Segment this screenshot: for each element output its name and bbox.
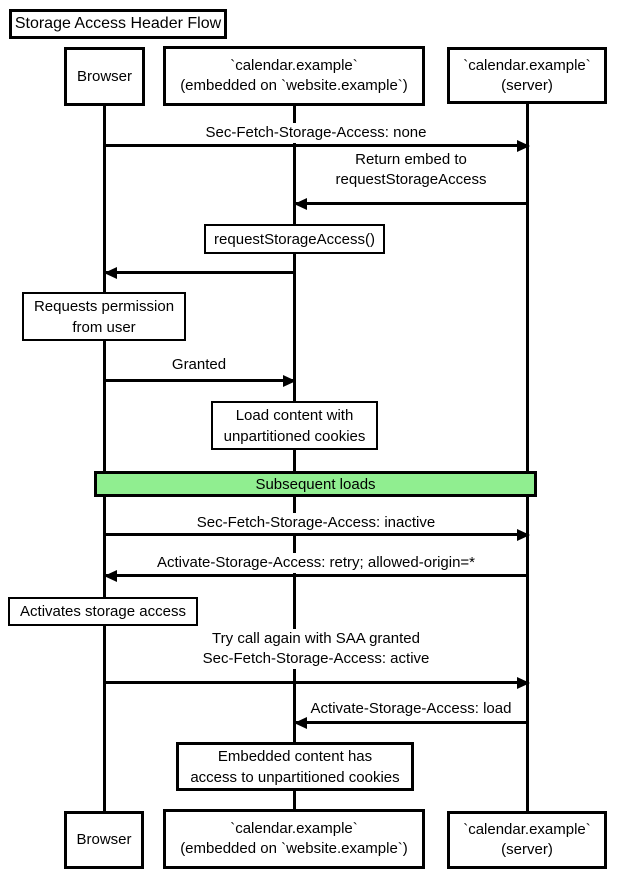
- message-label: Sec-Fetch-Storage-Access: none: [202, 123, 430, 143]
- arrowhead-right-icon: [517, 676, 530, 689]
- note-requests-permission: Requests permission from user: [22, 292, 186, 341]
- divider: Subsequent loads: [94, 471, 537, 497]
- arrowhead-left-icon: [294, 197, 307, 210]
- arrowhead-right-icon: [283, 374, 296, 387]
- message-arrow-m6: [104, 569, 528, 582]
- participant-label: (server): [501, 841, 553, 858]
- participant-label: `calendar.example`: [230, 57, 358, 74]
- participant-label: Browser: [76, 67, 132, 85]
- message-label: Sec-Fetch-Storage-Access: inactive: [193, 513, 439, 533]
- message-label: Granted: [168, 355, 230, 375]
- participant-label: Browser: [76, 831, 132, 848]
- message-label: Try call again with SAA granted Sec-Fetc…: [199, 629, 433, 669]
- message-arrow-m5: [105, 528, 530, 541]
- arrowhead-left-icon: [104, 569, 117, 582]
- message-label-boxed: requestStorageAccess(): [204, 224, 385, 254]
- message-label: Activate-Storage-Access: load: [307, 699, 515, 719]
- arrowhead-right-icon: [517, 528, 530, 541]
- note-activates-storage-access: Activates storage access: [8, 597, 198, 626]
- message-arrow-m2: [294, 197, 528, 210]
- lifeline-browser: [103, 100, 106, 812]
- arrowhead-right-icon: [517, 139, 530, 152]
- note-embedded-content: Embedded content has access to unpartiti…: [176, 742, 414, 791]
- participant-browser-top: Browser: [64, 47, 145, 106]
- participant-server-top: `calendar.example` (server): [447, 47, 607, 104]
- participant-label: (embedded on `website.example`): [180, 840, 408, 857]
- participant-label: `calendar.example`: [230, 820, 358, 837]
- lifeline-embedded: [293, 100, 296, 812]
- participant-label: `calendar.example`: [463, 821, 591, 838]
- message-arrow-m3: [104, 266, 295, 279]
- message-arrow-m1: [105, 139, 530, 152]
- participant-label: `calendar.example`: [463, 56, 591, 74]
- participant-embedded-top: `calendar.example` (embedded on `website…: [163, 46, 425, 106]
- participant-server-bottom: `calendar.example` (server): [447, 811, 607, 869]
- message-arrow-m4: [105, 374, 296, 387]
- message-arrow-m8: [294, 716, 528, 729]
- participant-browser-bottom: Browser: [64, 811, 144, 869]
- participant-label: (embedded on `website.example`): [180, 77, 408, 94]
- diagram-title: Storage Access Header Flow: [9, 9, 227, 39]
- lifeline-server: [526, 100, 529, 812]
- arrowhead-left-icon: [294, 716, 307, 729]
- participant-embedded-bottom: `calendar.example` (embedded on `website…: [163, 809, 425, 869]
- divider-label: Subsequent loads: [255, 475, 376, 493]
- message-label: Activate-Storage-Access: retry; allowed-…: [153, 553, 479, 573]
- participant-label: (server): [501, 76, 553, 94]
- note-load-content: Load content with unpartitioned cookies: [211, 401, 378, 450]
- diagram-title-text: Storage Access Header Flow: [14, 15, 222, 32]
- message-label: Return embed to requestStorageAccess: [332, 150, 490, 190]
- message-arrow-m7: [105, 676, 530, 689]
- arrowhead-left-icon: [104, 266, 117, 279]
